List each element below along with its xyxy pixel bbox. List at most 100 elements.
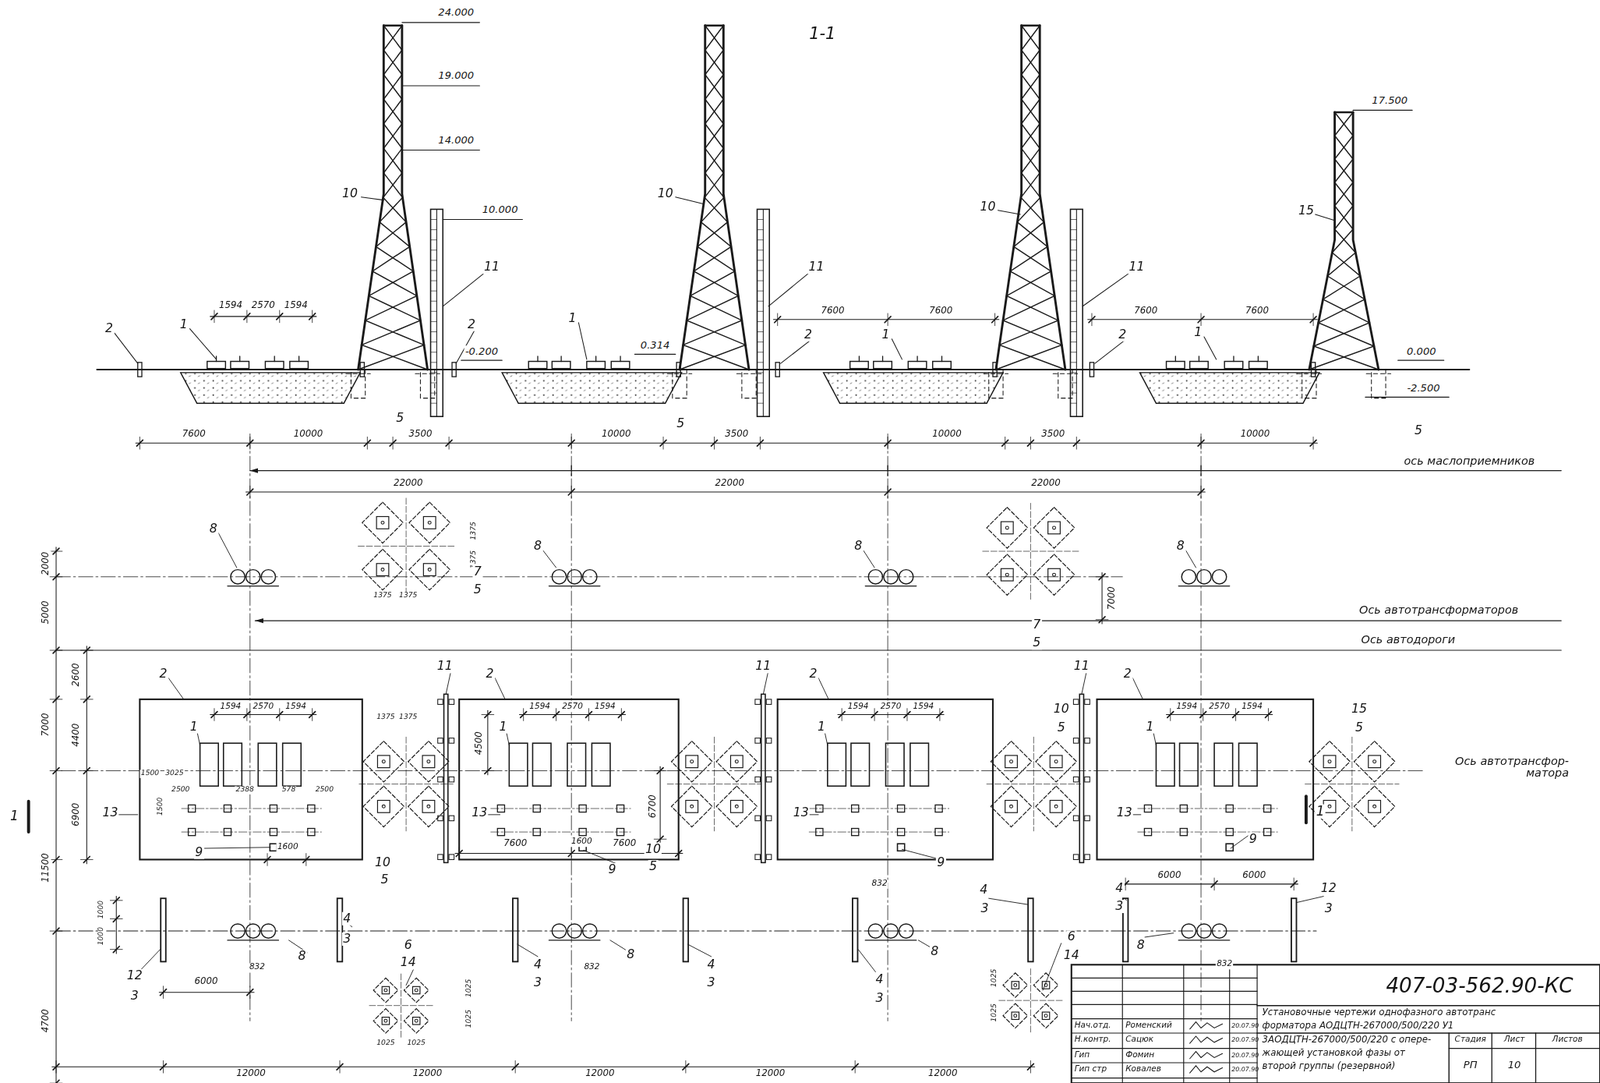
extension-line [80,769,93,771]
support-foundation [1144,828,1152,836]
support-foundation [851,828,859,836]
wall-rung [757,259,764,261]
callout-number: 6 [1066,929,1077,944]
leader-line [204,847,271,848]
foundation-pad [408,741,449,782]
extension-line [571,847,573,860]
surge-arrester [582,569,597,584]
anchor-bolt [690,759,694,763]
transformer-unit [850,360,869,368]
transformer-bushing [536,356,538,362]
dimension-line [1101,572,1103,624]
callout-number: 1 [498,720,509,734]
dimension-label: 1000 [98,899,106,920]
dimension-label: 578 [280,785,297,794]
dimension-label: 2570 [561,702,584,713]
center-line [571,433,573,1021]
leader-line [583,850,617,864]
foundation-column [381,985,389,993]
dimension-line [487,709,488,774]
foundation-pad [990,741,1032,782]
callout-number: 9 [194,845,205,859]
support-axis [181,831,322,833]
extension-line [555,708,557,721]
signature [1190,1065,1223,1073]
dimension-label: 1500 [157,795,166,816]
callout-number: 3 [979,901,990,915]
support-foundation [307,828,315,836]
extension-line [1076,436,1078,449]
wall-rung [430,259,438,261]
anchor-bolt [1010,804,1014,808]
dimension-label: 22000 [713,478,746,489]
extension-line [213,310,215,323]
callout-number: 5 [675,416,686,431]
extension-line [1125,877,1127,891]
arrester-base [227,585,279,587]
transformer-unit [551,360,571,368]
dimension-label: 6700 [647,793,658,820]
dimension-label: -2.500 [1405,381,1442,393]
dimension-label: 6000 [193,976,219,987]
foundation-pad [1035,785,1077,827]
dimension-label: 1594 [1240,702,1264,713]
wall-rung [430,331,438,333]
dimension-label: 7600 [502,838,529,849]
extension-line [311,310,313,323]
fire-wall-plan [444,693,449,862]
oil-pit-axis [250,469,1562,471]
support-foundation [616,828,624,836]
wall-rung [757,351,764,353]
callout-number: 8 [625,947,636,961]
dimension-label: 1594 [284,702,308,713]
foundation-pad [1033,507,1074,548]
title-block-frame [1071,964,1600,1083]
transformer-unit [528,360,548,368]
surge-arrester [551,923,566,938]
callout-number: 4 [533,957,544,972]
dimension-label: 1594 [1175,702,1198,713]
anchor-bolt [381,759,385,763]
portal-post [512,897,519,961]
callout-number: 12 [126,968,145,982]
wall-column [448,776,455,782]
extension-line [279,310,280,323]
wall-rung [1070,280,1077,282]
elevation-leader [461,360,502,361]
transformer-unit [611,360,630,368]
anchor-bolt [381,520,385,524]
foundation-pad [409,548,450,590]
callout-number: 2 [466,317,477,332]
anchor-bolt [1013,983,1018,987]
callout-number: 5 [648,859,659,873]
callout-number: 11 [754,659,773,673]
support-foundation [935,828,943,836]
foundation-column [376,563,389,576]
fire-wall [1070,208,1083,417]
dimension-label: 17.500 [1370,94,1409,106]
transformer-bushing [595,356,597,362]
dimension-label: 1000 [98,925,106,947]
callout-number: 4 [706,957,717,972]
title-block-text: второй группы (резервной) [1260,1061,1396,1072]
tower-leg [1309,112,1336,370]
foundation-pad [363,741,404,782]
dimension-line [116,896,117,954]
anchor-bolt [414,1018,418,1022]
dimension-label: 2500 [314,785,335,794]
foundation-column [1005,755,1018,768]
wall-rung [1070,331,1077,333]
foundation-pad [1003,972,1028,997]
dimension-label: 12000 [235,1068,267,1079]
title-block-text: 3АОДЦТН-267000/500/220 с опере- [1260,1034,1432,1046]
transformer-unit [1224,360,1244,368]
wall-rung [430,351,438,353]
tower-lattice [361,25,428,370]
arrester-base [548,939,600,940]
wall-column [437,776,444,782]
leader-line [1081,670,1088,694]
surge-arrester [582,923,597,938]
curb [992,362,997,377]
